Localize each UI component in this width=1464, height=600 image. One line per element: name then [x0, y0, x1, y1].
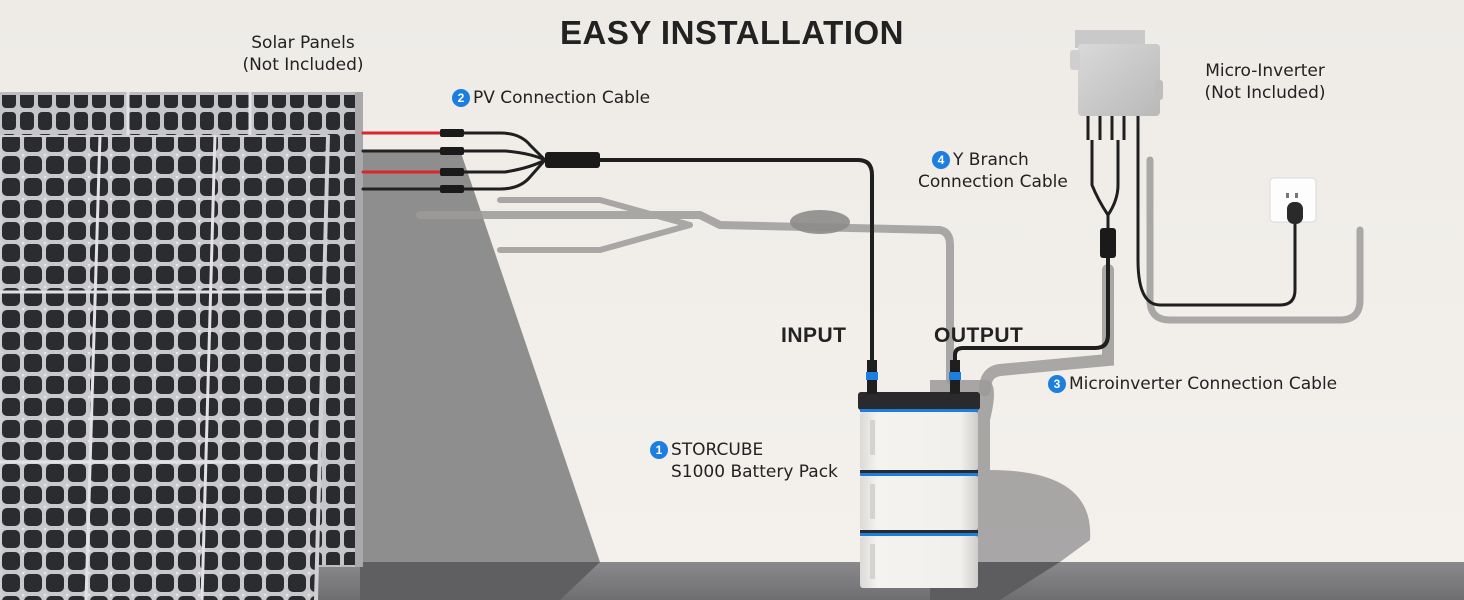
number-badge-3: 3: [1048, 375, 1066, 393]
number-badge-4: 4: [932, 151, 950, 169]
solar-panels-label: Solar Panels (Not Included): [228, 32, 378, 76]
y-branch-line1: Y Branch: [953, 150, 1029, 170]
solar-panels-label-line2: (Not Included): [242, 55, 364, 75]
solar-panels-label-line1: Solar Panels: [251, 33, 355, 53]
micro-inverter: [1070, 30, 1163, 116]
wall-outlet: [1269, 177, 1317, 224]
micro-inverter-line2: (Not Included): [1204, 83, 1326, 103]
battery-line1: STORCUBE: [671, 440, 764, 460]
pv-connection-cable: [361, 131, 874, 362]
microinverter-connection-cable: [953, 255, 1110, 362]
micro-inverter-line1: Micro-Inverter: [1205, 61, 1325, 81]
battery-line2: S1000 Battery Pack: [671, 462, 838, 482]
number-badge-2: 2: [452, 89, 470, 107]
solar-panel-array: [0, 92, 363, 600]
y-branch-line2: Connection Cable: [918, 172, 1068, 192]
y-branch-connection-cable: [1086, 115, 1297, 307]
pv-cable-text: PV Connection Cable: [473, 88, 651, 108]
battery-pack: [858, 392, 980, 588]
battery-ports: [866, 360, 961, 394]
mc4-connectors: [440, 129, 600, 193]
output-label: OUTPUT: [934, 324, 1024, 347]
microinverter-cable-text: Microinverter Connection Cable: [1069, 374, 1338, 394]
page-title: EASY INSTALLATION: [559, 14, 904, 51]
cable-shadows: [416, 156, 1364, 396]
input-label: INPUT: [781, 324, 847, 347]
panel-shadow: [360, 150, 600, 562]
micro-inverter-label: Micro-Inverter (Not Included): [1180, 60, 1350, 104]
number-badge-1: 1: [650, 441, 668, 459]
